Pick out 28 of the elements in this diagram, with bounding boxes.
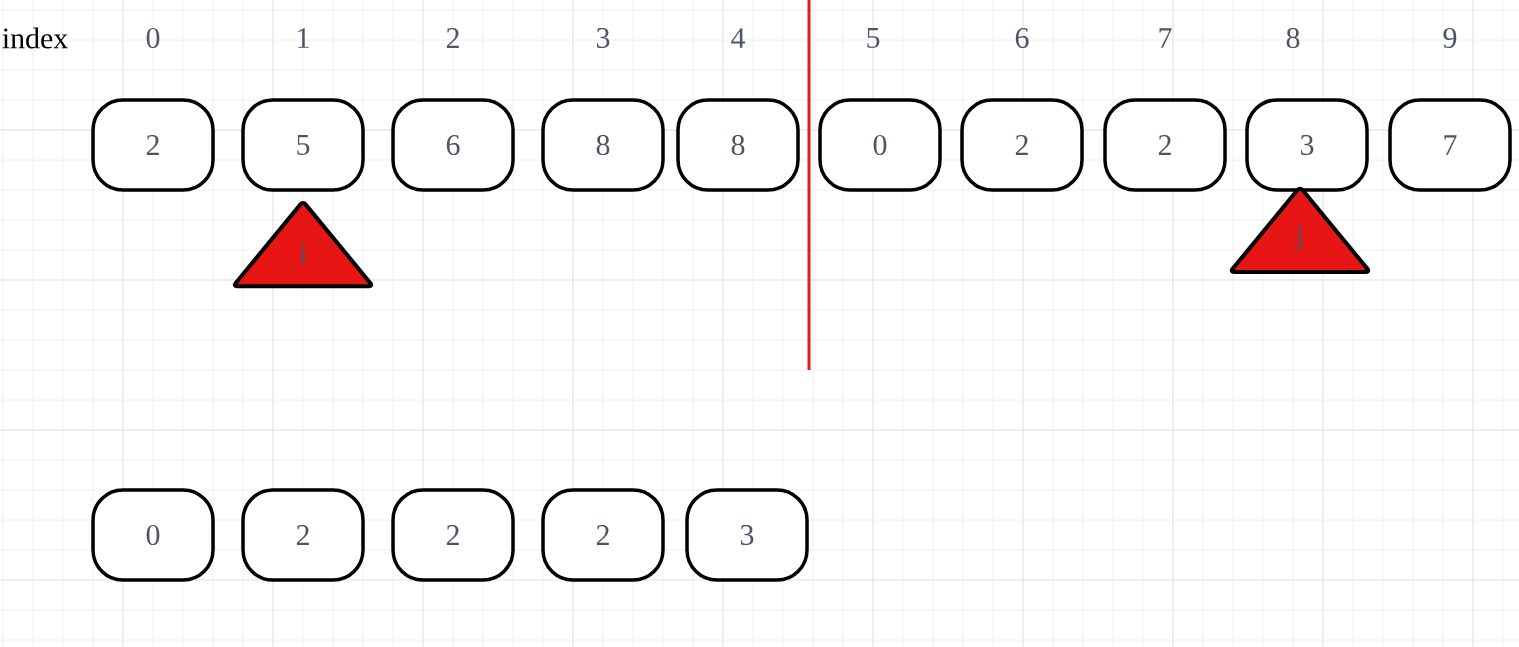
- value-box: 7: [1388, 98, 1512, 192]
- index-number: 1: [298, 28, 309, 48]
- index-number: 6: [1015, 27, 1029, 49]
- value-box: 2: [541, 488, 665, 582]
- index-number: 3: [597, 27, 610, 49]
- value-box: 3: [1245, 98, 1369, 192]
- index-number: 5: [867, 28, 880, 48]
- index-number: 2: [446, 28, 459, 48]
- pointer-triangle: i: [232, 201, 374, 289]
- value-box: 2: [91, 98, 215, 192]
- value-box: 8: [541, 98, 665, 192]
- index-number: 7: [1159, 28, 1172, 48]
- value-box: 3: [685, 488, 809, 582]
- value-box: 0: [91, 488, 215, 582]
- value-box: 8: [676, 98, 800, 192]
- index-number: 8: [1286, 27, 1300, 49]
- value-box: 6: [391, 98, 515, 192]
- value-box: 2: [1103, 98, 1227, 192]
- value-box: 2: [391, 488, 515, 582]
- value-box: 0: [818, 98, 942, 192]
- value-box: 2: [241, 488, 365, 582]
- index-number: 4: [731, 28, 745, 48]
- index-number: 0: [146, 27, 160, 49]
- pointer-triangle: j: [1229, 186, 1371, 274]
- index-number: 9: [1443, 27, 1457, 49]
- value-box: 2: [960, 98, 1084, 192]
- value-box: 5: [241, 98, 365, 192]
- axis-title: index: [2, 27, 68, 49]
